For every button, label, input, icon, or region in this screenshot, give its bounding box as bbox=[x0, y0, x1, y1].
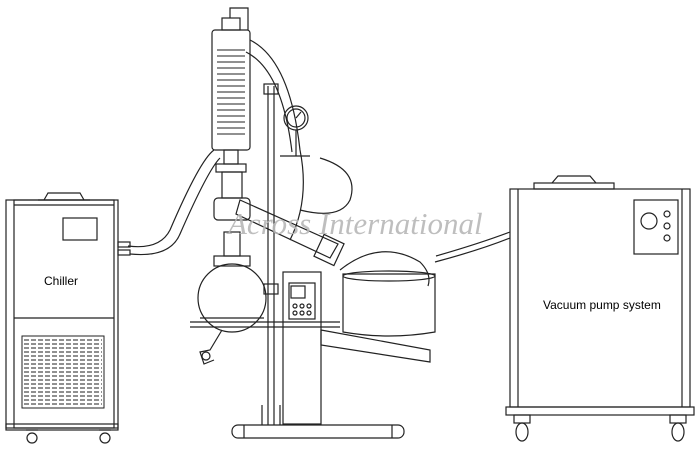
chiller-vent-grille bbox=[21, 335, 105, 409]
watermark: Across International bbox=[228, 206, 483, 241]
vacuum-pump-label: Vacuum pump system bbox=[543, 298, 661, 312]
chiller-label: Chiller bbox=[44, 274, 79, 288]
chiller-unit bbox=[5, 192, 131, 444]
rotary-evaporator bbox=[127, 7, 511, 439]
vacuum-pump-unit bbox=[505, 175, 695, 442]
